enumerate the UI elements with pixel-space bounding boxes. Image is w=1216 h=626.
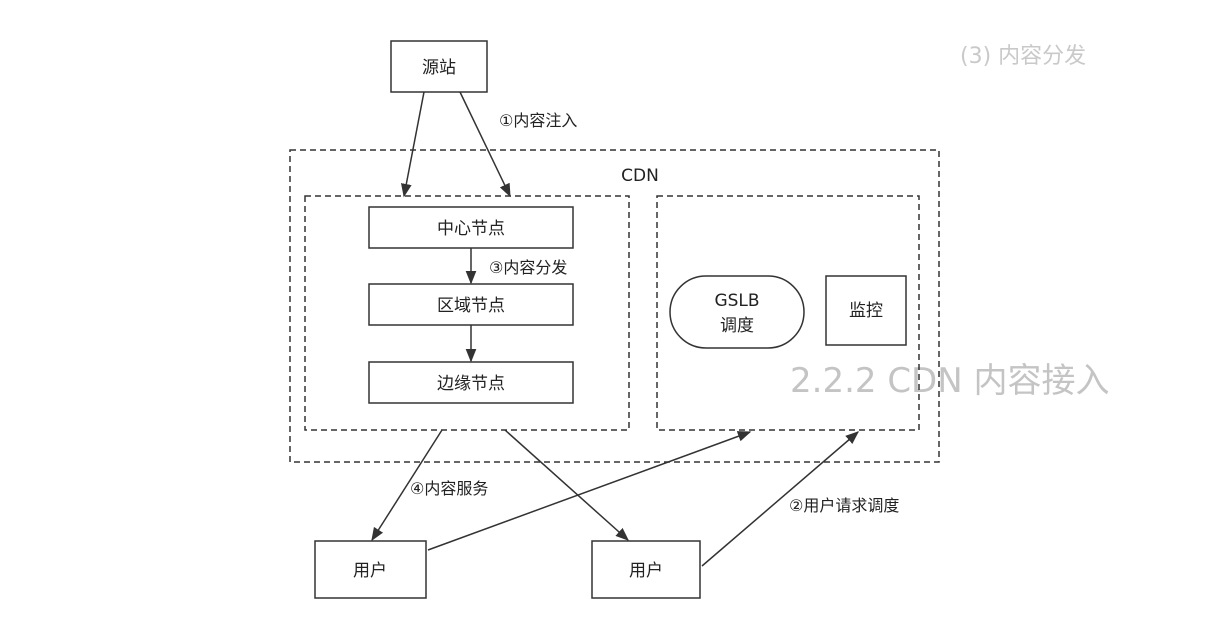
edge-service-right [504, 429, 630, 541]
monitor-node-label: 监控 [849, 301, 883, 321]
user-right-label: 用户 [629, 561, 663, 581]
edge-request-left [427, 431, 752, 551]
region-node [368, 283, 574, 326]
region-node-label: 区域节点 [437, 296, 505, 316]
user-right-node [591, 540, 701, 599]
node-hierarchy-group [304, 195, 630, 431]
center-node [368, 206, 574, 249]
user-left-node [314, 540, 427, 599]
cdn-group-label: CDN [621, 166, 659, 186]
edge-node-label: 边缘节点 [437, 374, 505, 394]
edge-request-label: ②用户请求调度 [789, 496, 899, 515]
edge-injection-label: ①内容注入 [499, 111, 577, 130]
ghost-heading: (3) 内容分发 [960, 44, 1086, 69]
edge-injection-right [459, 91, 511, 198]
edge-injection-left [400, 91, 425, 198]
cdn-group-border [289, 149, 940, 463]
gslb-node-label-line1: GSLB [714, 291, 759, 311]
user-left-label: 用户 [353, 561, 387, 581]
gslb-node-label-line2: 调度 [720, 316, 754, 336]
center-node-label: 中心节点 [437, 219, 505, 239]
scheduling-group [656, 195, 920, 431]
edge-service-left [371, 429, 443, 542]
edge-service-label: ④内容服务 [410, 479, 488, 498]
origin-node-label: 源站 [422, 58, 456, 78]
edge-request-right [701, 431, 860, 567]
monitor-node [825, 275, 907, 346]
origin-node [390, 40, 488, 93]
ghost-section-title: 2.2.2 CDN 内容接入 [790, 361, 1109, 401]
edge-node [368, 361, 574, 404]
gslb-node [669, 275, 805, 349]
edge-distribution-label: ③内容分发 [489, 258, 567, 277]
